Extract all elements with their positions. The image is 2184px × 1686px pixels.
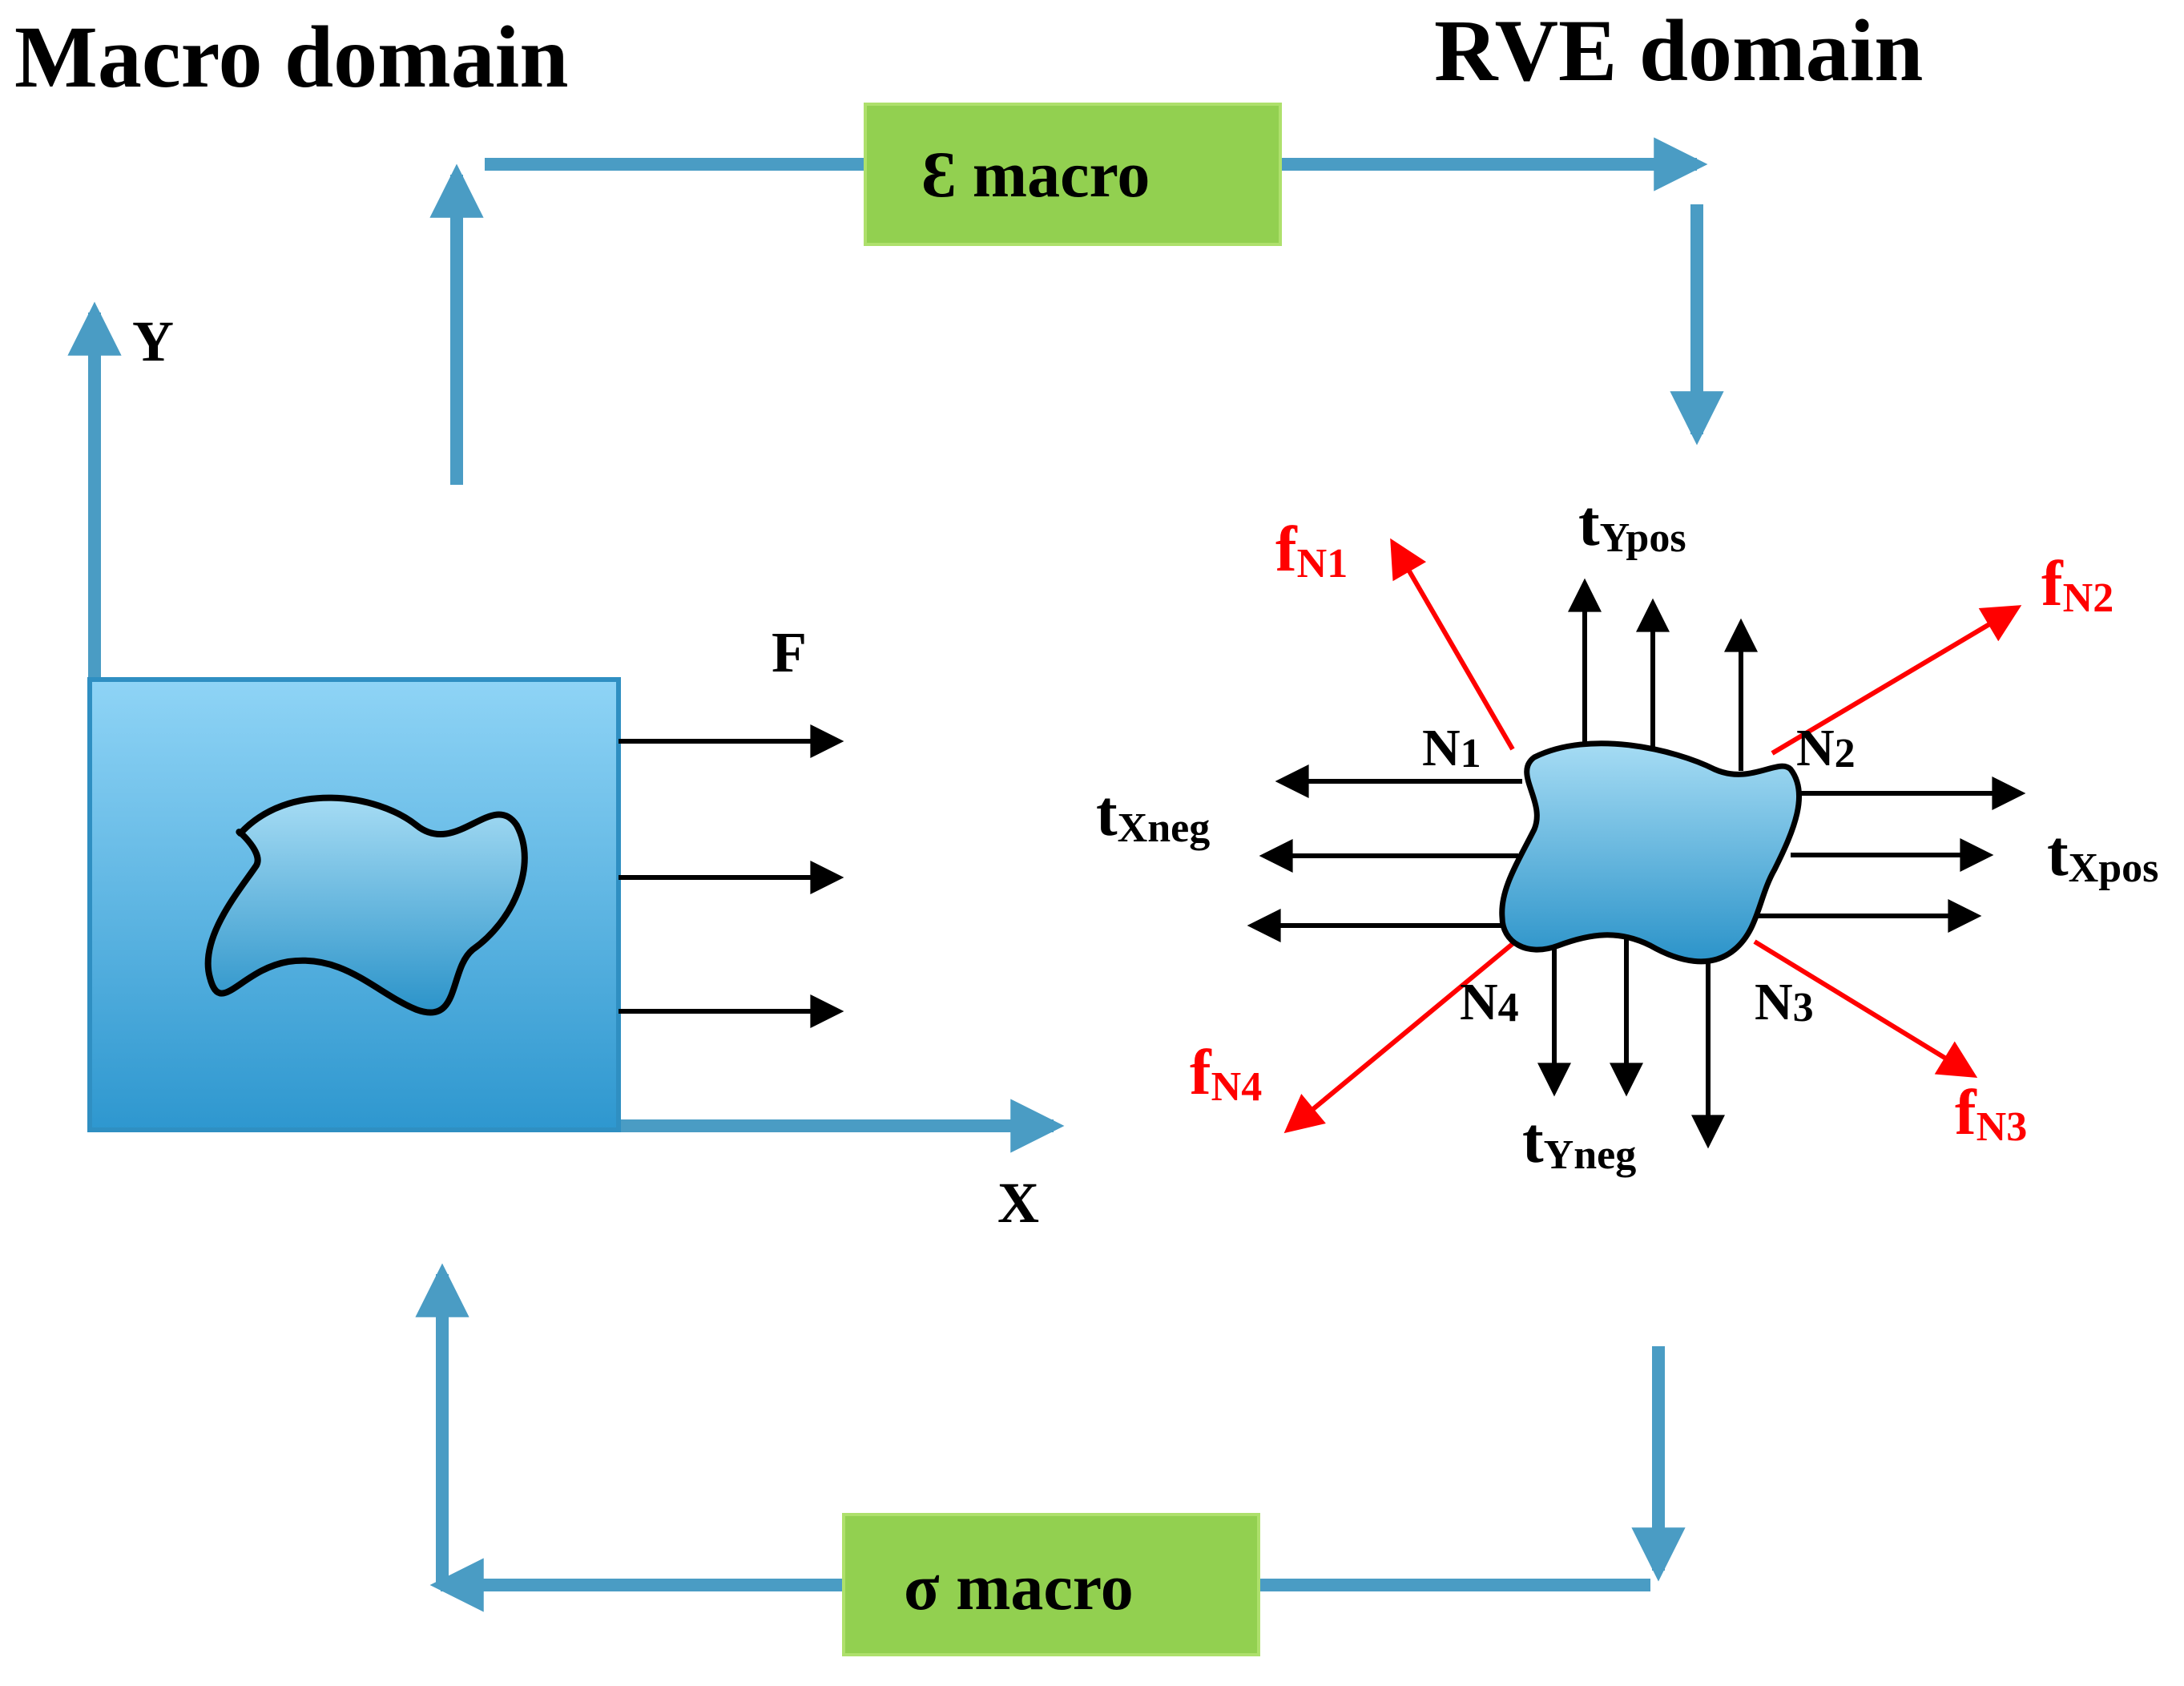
rve-group: N1 N2 N3 N4 tYpos tYneg tXneg tXpos fN1 … [1096, 489, 2158, 1178]
macro-domain-title: Macro domain [14, 8, 569, 106]
nodal-force-n2-label: fN2 [2041, 549, 2113, 621]
stress-box-bg [842, 1513, 1260, 1656]
x-axis-label: X [997, 1171, 1039, 1235]
rve-domain-title: RVE domain [1434, 2, 1923, 99]
nodal-force-n3-label: fN3 [1955, 1078, 2027, 1150]
traction-xneg-label: tXneg [1096, 779, 1210, 851]
node-label-n2: N2 [1796, 719, 1856, 777]
applied-force-arrows [619, 724, 844, 1028]
traction-arrows [1247, 578, 2026, 1149]
nodal-force-n3-arrow [1753, 939, 1978, 1079]
traction-ypos-label: tYpos [1578, 489, 1686, 561]
nodal-force-n1-label: fN1 [1275, 514, 1348, 587]
traction-yneg-label: tYneg [1522, 1106, 1636, 1178]
nodal-force-n1-arrow [1390, 538, 1515, 751]
strain-macro-label: Ɛ macro [921, 138, 1150, 211]
nodal-force-n4-label: fN4 [1190, 1038, 1262, 1110]
macro-inclusion-blob [204, 794, 528, 1016]
rve-inclusion-blob [1499, 740, 1803, 965]
node-label-n4: N4 [1460, 973, 1519, 1031]
force-label: F [772, 620, 807, 684]
stress-macro-label: σ macro [904, 1551, 1134, 1623]
macro-block-group: Y X F [67, 301, 1065, 1235]
node-label-n1: N1 [1422, 719, 1481, 777]
traction-xpos-label: tXpos [2047, 819, 2158, 891]
stress-macro-box: σ macro [842, 1513, 1260, 1656]
y-axis-label: Y [132, 309, 174, 373]
strain-box-bg [864, 103, 1282, 246]
strain-macro-box: Ɛ macro [864, 103, 1282, 246]
nodal-force-n2-arrow [1771, 605, 2022, 756]
node-label-n3: N3 [1755, 973, 1814, 1031]
nodal-force-n4-arrow [1283, 937, 1520, 1134]
nodal-force-arrows [1283, 538, 2022, 1134]
